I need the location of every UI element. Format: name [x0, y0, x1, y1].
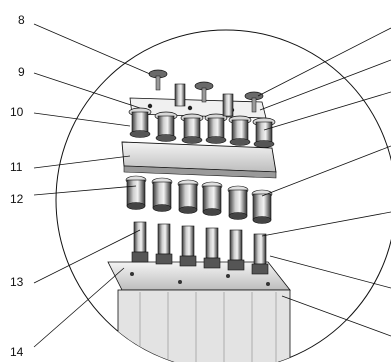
top-knobs [148, 69, 264, 117]
lower-housing [107, 261, 291, 362]
callout-12: 12 [10, 192, 24, 206]
upper-valve-row [128, 107, 276, 148]
lower-fitting-row [131, 221, 269, 275]
callout-11: 11 [10, 160, 23, 174]
middle-plate [121, 141, 277, 179]
valve-body-row [125, 175, 273, 224]
leader-lines [33, 23, 391, 348]
callout-10: 10 [10, 105, 24, 119]
callout-13: 13 [10, 275, 24, 289]
callout-8: 8 [18, 13, 25, 27]
callout-14: 14 [10, 345, 24, 359]
callout-9: 9 [18, 65, 25, 79]
